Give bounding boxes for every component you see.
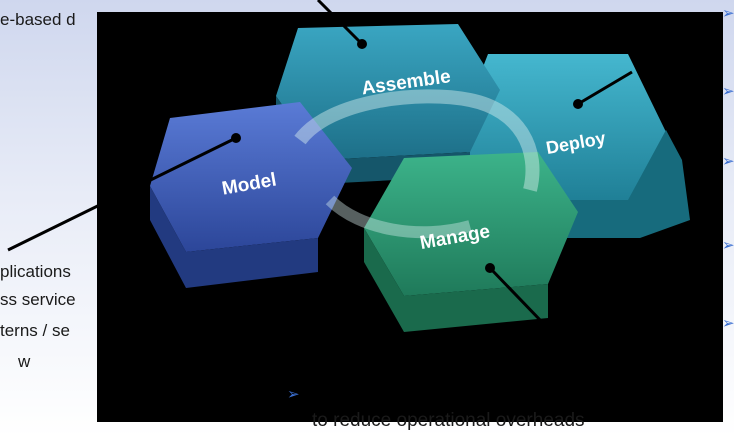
flow-arrow-icon [325, 195, 472, 239]
bullet-arrow-icon: ➢ [722, 237, 734, 254]
bullet-arrow-icon: ➢ [722, 83, 734, 100]
callout-dot [231, 133, 241, 143]
callout-line-model [7, 136, 237, 252]
bullet-arrow-icon: ➢ [722, 5, 734, 22]
hexagon-model [150, 102, 352, 288]
left-text-line-4: w [18, 352, 31, 371]
callout-line-assemble [316, 0, 364, 46]
callout-dot [573, 99, 583, 109]
callout-dots [231, 39, 583, 273]
callout-line-deploy [577, 70, 633, 106]
top-text-fragment: e-based d [0, 10, 76, 29]
left-text-line-2: ss service [0, 290, 76, 309]
bullet-arrow-icon: ➢ [287, 386, 300, 403]
bullet-arrow-icon: ➢ [722, 315, 734, 332]
callout-dot [485, 263, 495, 273]
callout-line-manage [488, 266, 544, 324]
left-text-line-3: terns / se [0, 321, 70, 340]
bottom-text-fragment: to reduce operational overheads [312, 410, 585, 431]
callout-dot [357, 39, 367, 49]
hexagon-manage [364, 152, 578, 332]
callout-lines [7, 0, 633, 324]
left-text-line-1: plications [0, 262, 71, 281]
flow-arrow-icon [294, 89, 540, 192]
bullet-arrow-icon: ➢ [722, 153, 734, 170]
